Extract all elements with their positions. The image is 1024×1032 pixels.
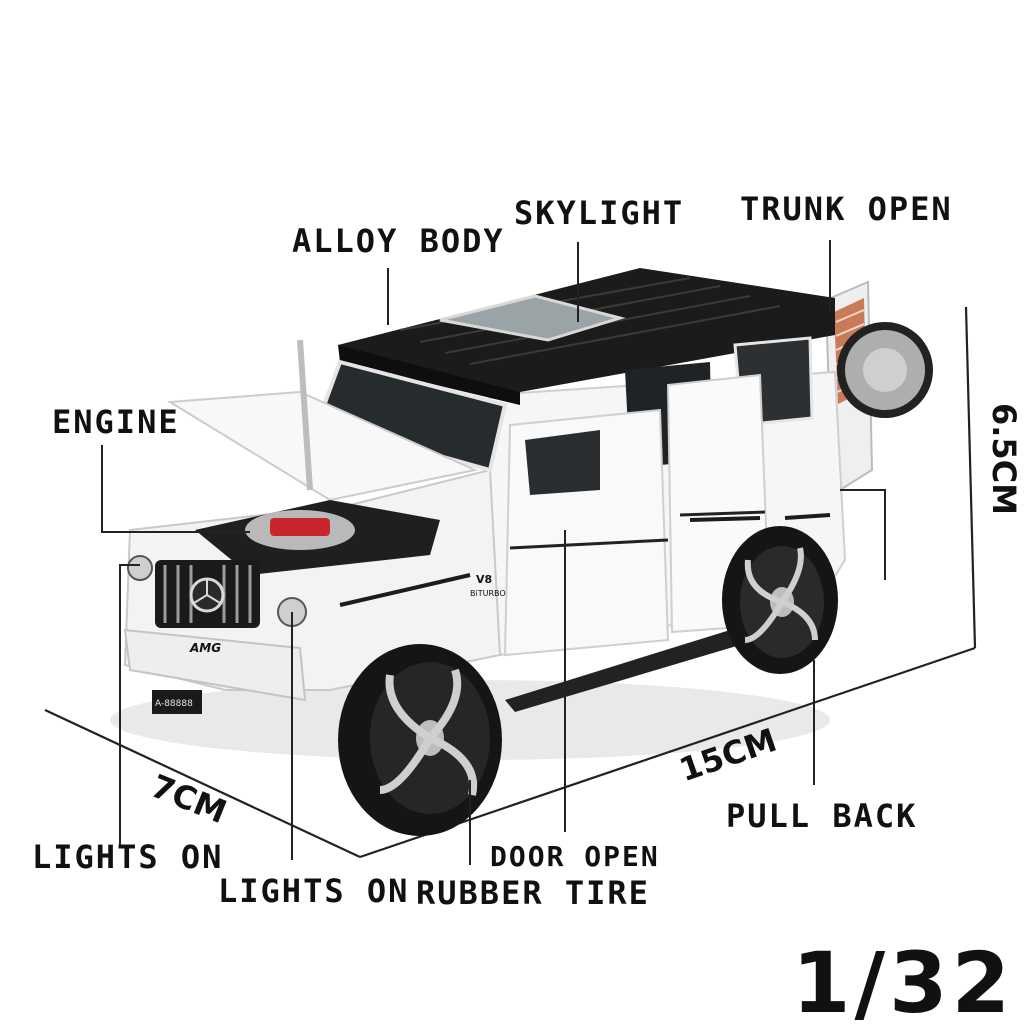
front-bumper xyxy=(123,628,307,702)
leader-lights-left xyxy=(119,564,140,845)
dimension-lines xyxy=(44,306,977,859)
label-skylight: SKYLIGHT xyxy=(514,194,685,232)
length-dim-line xyxy=(359,646,976,859)
label-alloy-body: ALLOY BODY xyxy=(292,222,505,260)
v8-badge: V8 xyxy=(476,573,492,586)
rear-wheel xyxy=(722,526,838,674)
scale-label: 1/32 xyxy=(792,934,1015,1032)
license-plate xyxy=(152,690,202,714)
leader-lines xyxy=(101,240,886,865)
headlight-left xyxy=(127,555,153,581)
front-wheel xyxy=(338,644,502,836)
width-dim-line xyxy=(44,709,361,858)
label-engine: ENGINE xyxy=(52,403,180,441)
running-board xyxy=(505,630,740,712)
amg-badge: AMG xyxy=(189,641,221,655)
label-lights-on-front: LIGHTS ON xyxy=(218,872,410,910)
label-rubber-tire: RUBBER TIRE xyxy=(416,874,650,912)
label-trunk-open: TRUNK OPEN xyxy=(740,190,953,228)
biturbo-badge: BiTURBO xyxy=(470,589,506,598)
height-dim-line xyxy=(964,306,977,649)
dimension-height: 6.5CM xyxy=(985,402,1024,516)
label-door-open: DOOR OPEN xyxy=(490,840,660,873)
roof xyxy=(338,268,835,392)
windshield xyxy=(315,359,508,473)
plate-text: A-88888 xyxy=(155,699,193,709)
spare-wheel xyxy=(837,322,933,418)
label-pull-back: PULL BACK xyxy=(726,797,918,835)
leader-rear xyxy=(840,489,886,580)
hood xyxy=(166,390,479,502)
skylight-glass xyxy=(439,294,626,342)
leader-engine xyxy=(101,445,250,533)
label-lights-on-left: LIGHTS ON xyxy=(32,838,224,876)
